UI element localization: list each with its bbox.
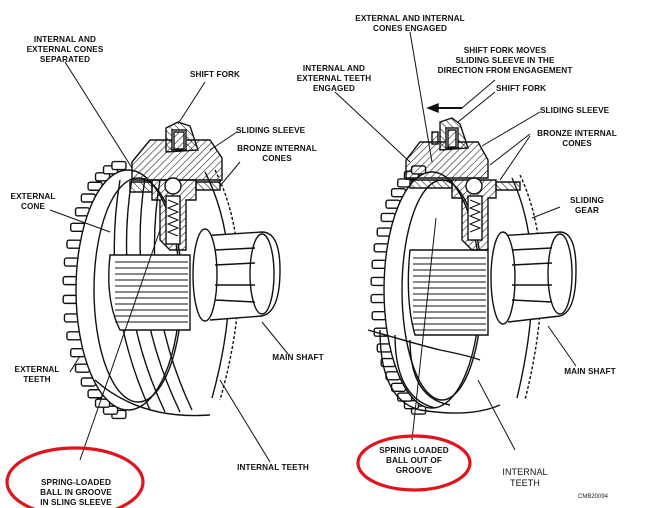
gear-tooth <box>371 259 387 270</box>
figure-code: CMB20094 <box>578 494 609 500</box>
label-ball-out-of-groove: SPRING LOADED BALL OUT OF GROOVE <box>379 446 449 475</box>
right-synchronizer-assembly <box>367 102 577 415</box>
label-teeth-engaged: INTERNAL AND EXTERNAL TEETH ENGAGED <box>296 64 372 93</box>
gear-tooth <box>370 276 386 287</box>
gear-tooth <box>62 275 78 286</box>
label-left-internal-teeth: INTERNAL TEETH <box>237 463 309 472</box>
label-right-sliding-sleeve: SLIDING SLEEVE <box>540 106 610 115</box>
label-left-sliding-sleeve: SLIDING SLEEVE <box>236 126 306 135</box>
label-right-main-shaft: MAIN SHAFT <box>564 367 616 376</box>
label-cones-separated: INTERNAL AND EXTERNAL CONES SEPARATED <box>26 35 104 64</box>
leader-lines <box>49 31 577 463</box>
highlight-ellipse-left <box>5 446 145 508</box>
label-ball-in-groove: SPRING-LOADED BALL IN GROOVE IN SLING SL… <box>40 478 112 507</box>
label-fork-moves: SHIFT FORK MOVES SLIDING SLEEVE IN THE D… <box>437 46 573 75</box>
label-cones-engaged: EXTERNAL AND INTERNAL CONES ENGAGED <box>355 14 465 33</box>
gear-tooth <box>111 160 127 171</box>
label-left-bronze-cones: BRONZE INTERNAL CONES <box>237 144 317 163</box>
label-right-bronze-cones: BRONZE INTERNAL CONES <box>537 129 617 148</box>
gear-tooth <box>63 313 80 323</box>
highlight-ellipse-right <box>356 434 472 492</box>
label-sliding-gear: SLIDING GEAR <box>570 196 604 215</box>
label-right-internal-teeth: INTERNAL TEETH <box>502 467 548 488</box>
gear-tooth <box>94 172 111 182</box>
label-right-shift-fork: SHIFT FORK <box>496 84 547 93</box>
gear-tooth <box>371 310 387 321</box>
left-synchronizer-assembly <box>62 121 281 420</box>
direction-arrow-icon <box>426 102 462 114</box>
label-external-teeth: EXTERNAL TEETH <box>14 365 60 384</box>
gear-tooth <box>370 293 386 304</box>
label-external-cone: EXTERNAL CONE <box>10 192 56 211</box>
gear-tooth <box>102 405 119 415</box>
label-left-main-shaft: MAIN SHAFT <box>272 353 324 362</box>
label-left-shift-fork: SHIFT FORK <box>189 70 241 79</box>
gear-tooth <box>63 257 80 267</box>
gear-tooth <box>62 294 78 305</box>
